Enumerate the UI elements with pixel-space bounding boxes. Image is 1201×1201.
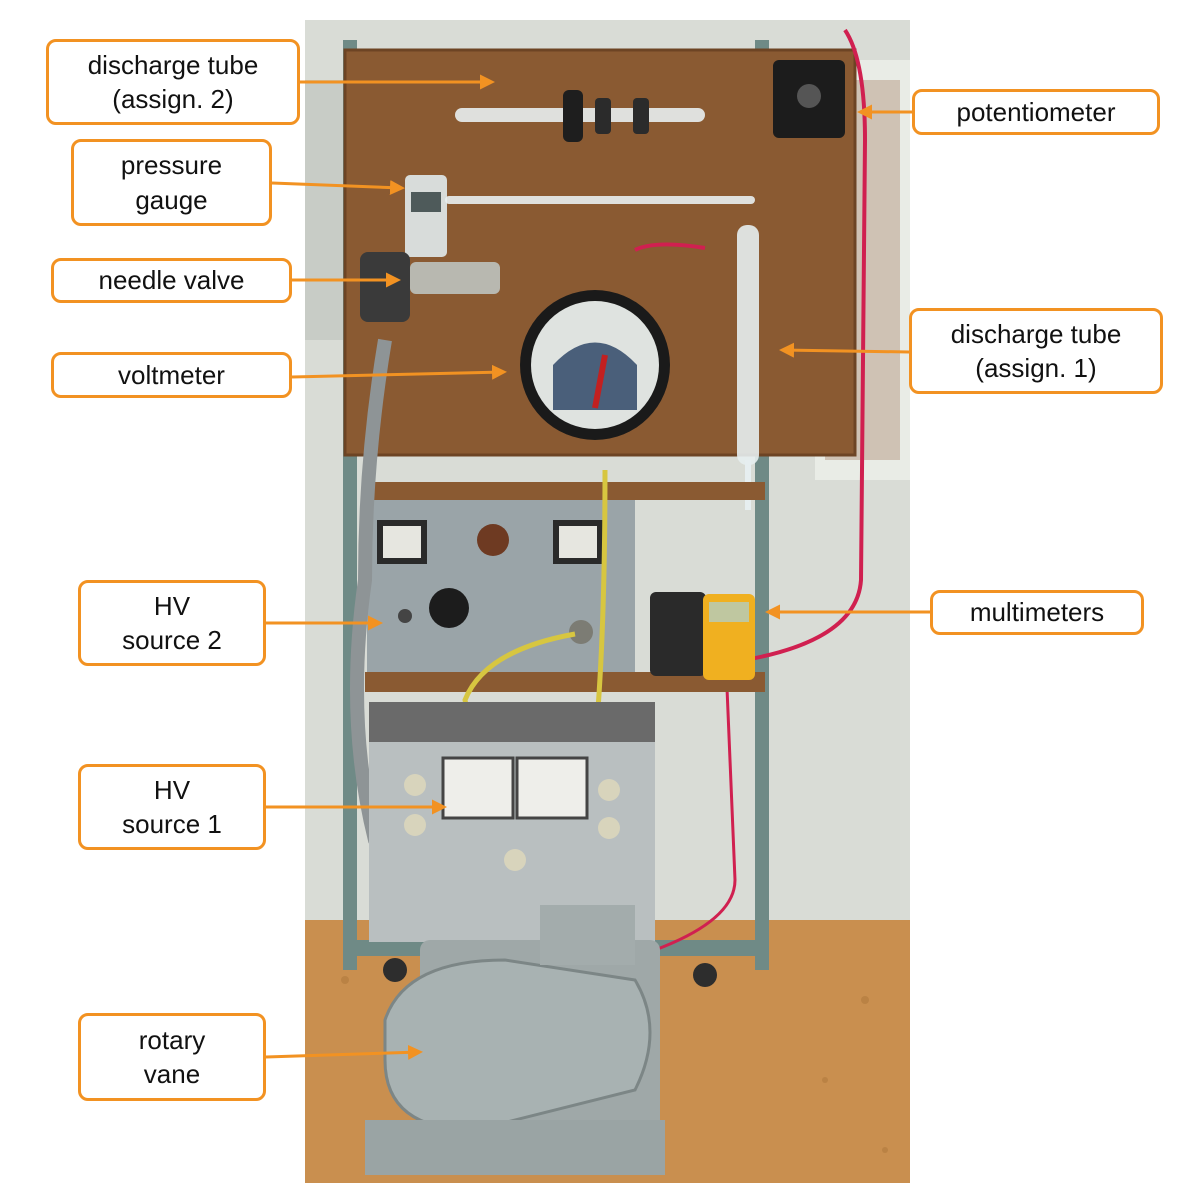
label-pressure-gauge: pressure gauge: [71, 139, 272, 226]
label-multimeters: multimeters: [930, 590, 1144, 635]
label-potentiometer: potentiometer: [912, 89, 1160, 135]
label-discharge-tube-2: discharge tube (assign. 2): [46, 39, 300, 125]
arrow-voltmeter: [291, 364, 507, 380]
arrow-pressure-gauge: [271, 180, 405, 196]
arrow-discharge-tube-1: [779, 342, 910, 358]
label-needle-valve: needle valve: [51, 258, 292, 303]
label-voltmeter: voltmeter: [51, 352, 292, 398]
label-hv-source-1: HV source 1: [78, 764, 266, 850]
label-rotary-vane: rotary vane: [78, 1013, 266, 1101]
arrow-rotary-vane: [265, 1044, 423, 1060]
label-hv-source-2: HV source 2: [78, 580, 266, 666]
label-discharge-tube-1: discharge tube (assign. 1): [909, 308, 1163, 394]
